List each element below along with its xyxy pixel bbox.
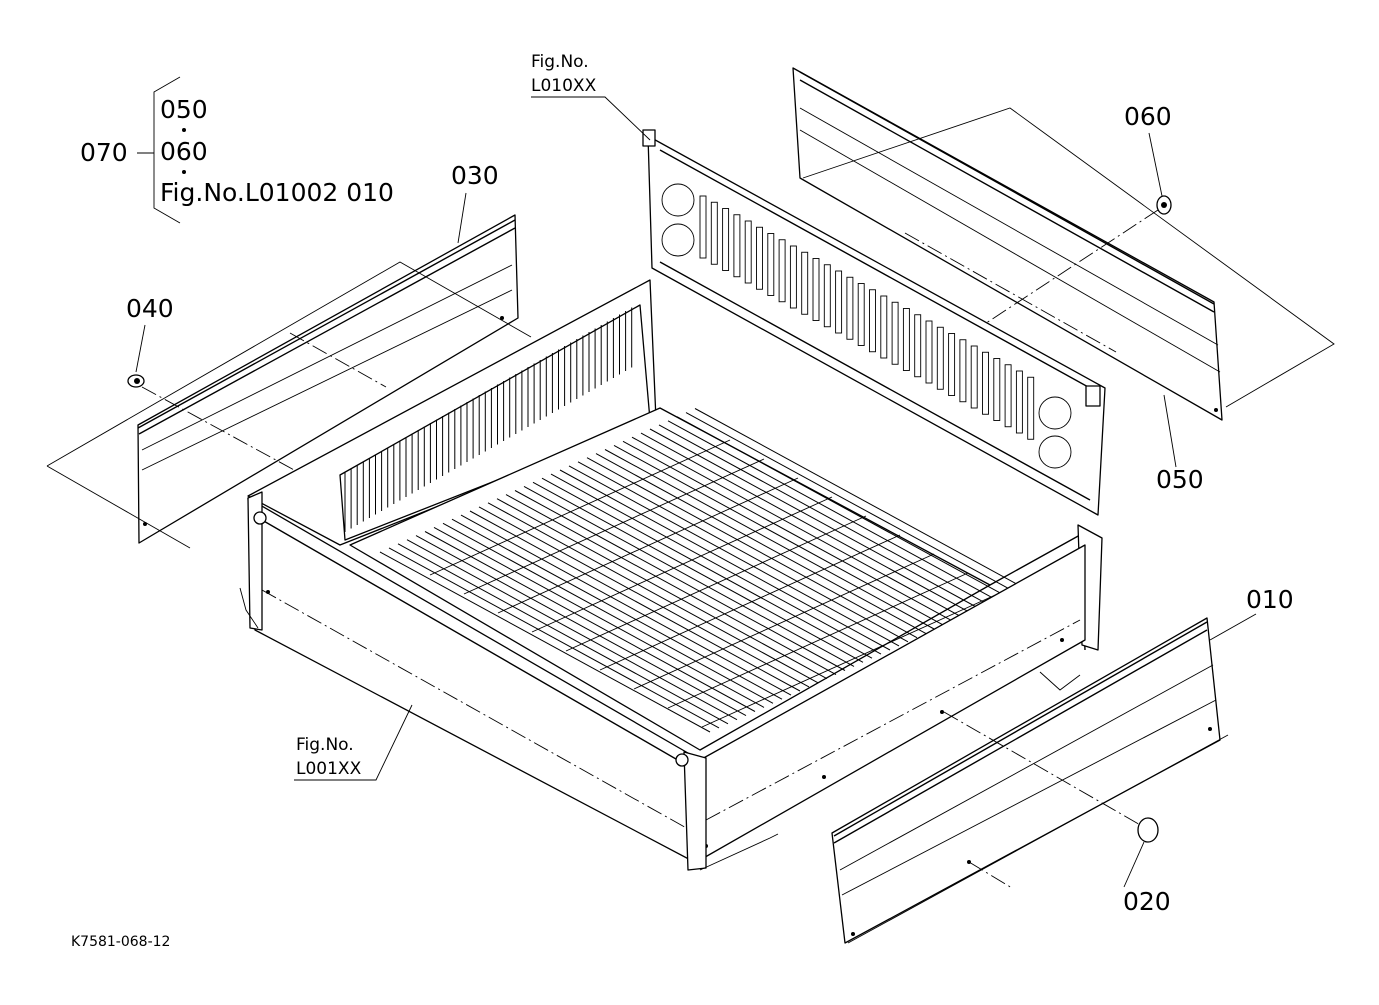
floor-grate-bar [694,408,1026,589]
fig-ref-front-line1: Fig.No. [296,735,354,755]
drawing-code: K7581-068-12 [71,934,170,950]
floor-grate-bar [559,469,891,651]
tailgate-slot [1004,364,1012,428]
rivet-020 [1137,817,1159,843]
callout-040: 040 [126,294,174,323]
tailgate-slot [778,239,786,303]
tailgate-slot [993,358,1001,421]
tailgate-slot [959,339,967,403]
floor-grate-bar [595,453,927,635]
tailgate-slot [880,295,888,359]
tailgate-slot [699,195,707,259]
tailgate-slot [767,233,775,296]
tailgate-slot [823,264,831,328]
floor-crossbar [599,534,901,671]
tailgate-slot [733,214,741,278]
floor-grate-bar [541,477,873,659]
floor-crossbar [565,515,867,652]
tailgate-slot [801,251,809,315]
leader-lines [135,76,1257,888]
tailgate-slot [710,201,718,265]
floor-grate-bar [613,444,945,626]
tailgate-slot [722,208,730,271]
floor-grate-bar [667,420,999,602]
tailgate-slot [857,283,865,346]
floor-grate-bar [469,510,801,692]
floor-crossbar [633,553,935,690]
floor-grate-bar [514,490,846,671]
tailgate-slot [1015,370,1023,434]
floor-grate-bar [433,526,765,708]
callout-020: 020 [1123,887,1171,916]
floor-grate-bar [505,494,837,676]
floor-grate-bar [379,551,711,733]
front-guard [831,617,1229,944]
floor-grate-bar [604,449,936,630]
fig-ref-rear-line2: L010XX [531,76,597,96]
floor-grate-bar [388,547,720,729]
tailgate-slot [744,220,752,284]
floor-grate-bar [442,522,774,704]
floor-grate-bar [532,481,864,663]
floor-crossbar [667,572,969,709]
tailgate-slot [869,289,876,353]
tailgate-slot [846,276,854,340]
floor-grate-bar [460,514,792,696]
floor-grate-bar [577,461,909,643]
rear-guard [792,67,1335,421]
callout-060: 060 [1124,102,1172,131]
floor-grate-bar [676,416,1008,598]
tailgate-slot [982,351,989,415]
floor-grate-bar [487,502,819,684]
floor-grate-bar [496,498,828,680]
fig-ref-front-line2: L001XX [296,759,362,779]
group-070-line2: 060 [160,137,208,166]
tailgate-slot [925,320,933,384]
floor-grate-bar [424,531,756,712]
floor-grate-bar [397,543,729,725]
cargo-bed [239,279,1103,871]
floor-crossbar [429,439,731,576]
floor-grate-bar [586,457,918,639]
side-guard-left [46,214,532,549]
floor-crossbar [497,477,799,614]
floor-grate-bar [631,436,963,618]
callout-050: 050 [1156,465,1204,494]
floor-grate-bar [550,473,882,655]
group-070-line1: 050 [160,95,208,124]
floor-grate-bar [478,506,810,688]
floor-grate-bar [451,518,783,700]
floor-crossbar [463,458,765,595]
tailgate-slot [914,314,922,378]
floor-grate-bar [415,535,747,717]
tailgate-slot [936,326,944,390]
group-070-line3: Fig.No.L01002 010 [160,178,394,207]
callout-010: 010 [1246,585,1294,614]
tailgate-slot [756,226,763,290]
floor-grate-bar [622,440,954,622]
floor-grate-bar [568,465,900,647]
tailgate-slot [970,345,978,409]
tailgate-slot [812,258,820,321]
tailgate-panel [642,129,1106,516]
floor-grate-bar [658,424,990,606]
rivet-060 [929,195,1172,361]
callout-070: 070 [80,138,128,167]
callout-030: 030 [451,161,499,190]
fig-ref-rear-line1: Fig.No. [531,52,589,72]
floor-crossbar [701,591,1003,728]
floor-grate-bar [649,428,981,610]
tailgate-slot [902,308,910,371]
floor-grate-bar [640,432,972,614]
floor-grate-bar [685,412,1017,594]
floor-crossbar [531,496,833,633]
floor-grate-bar [523,485,855,667]
tailgate-slot [948,333,956,396]
tailgate-slot [789,245,797,309]
tailgate-slot [891,301,899,365]
tailgate-slot [835,270,843,334]
floor-grate-bar [406,539,738,721]
tailgate-slot [1027,376,1035,440]
